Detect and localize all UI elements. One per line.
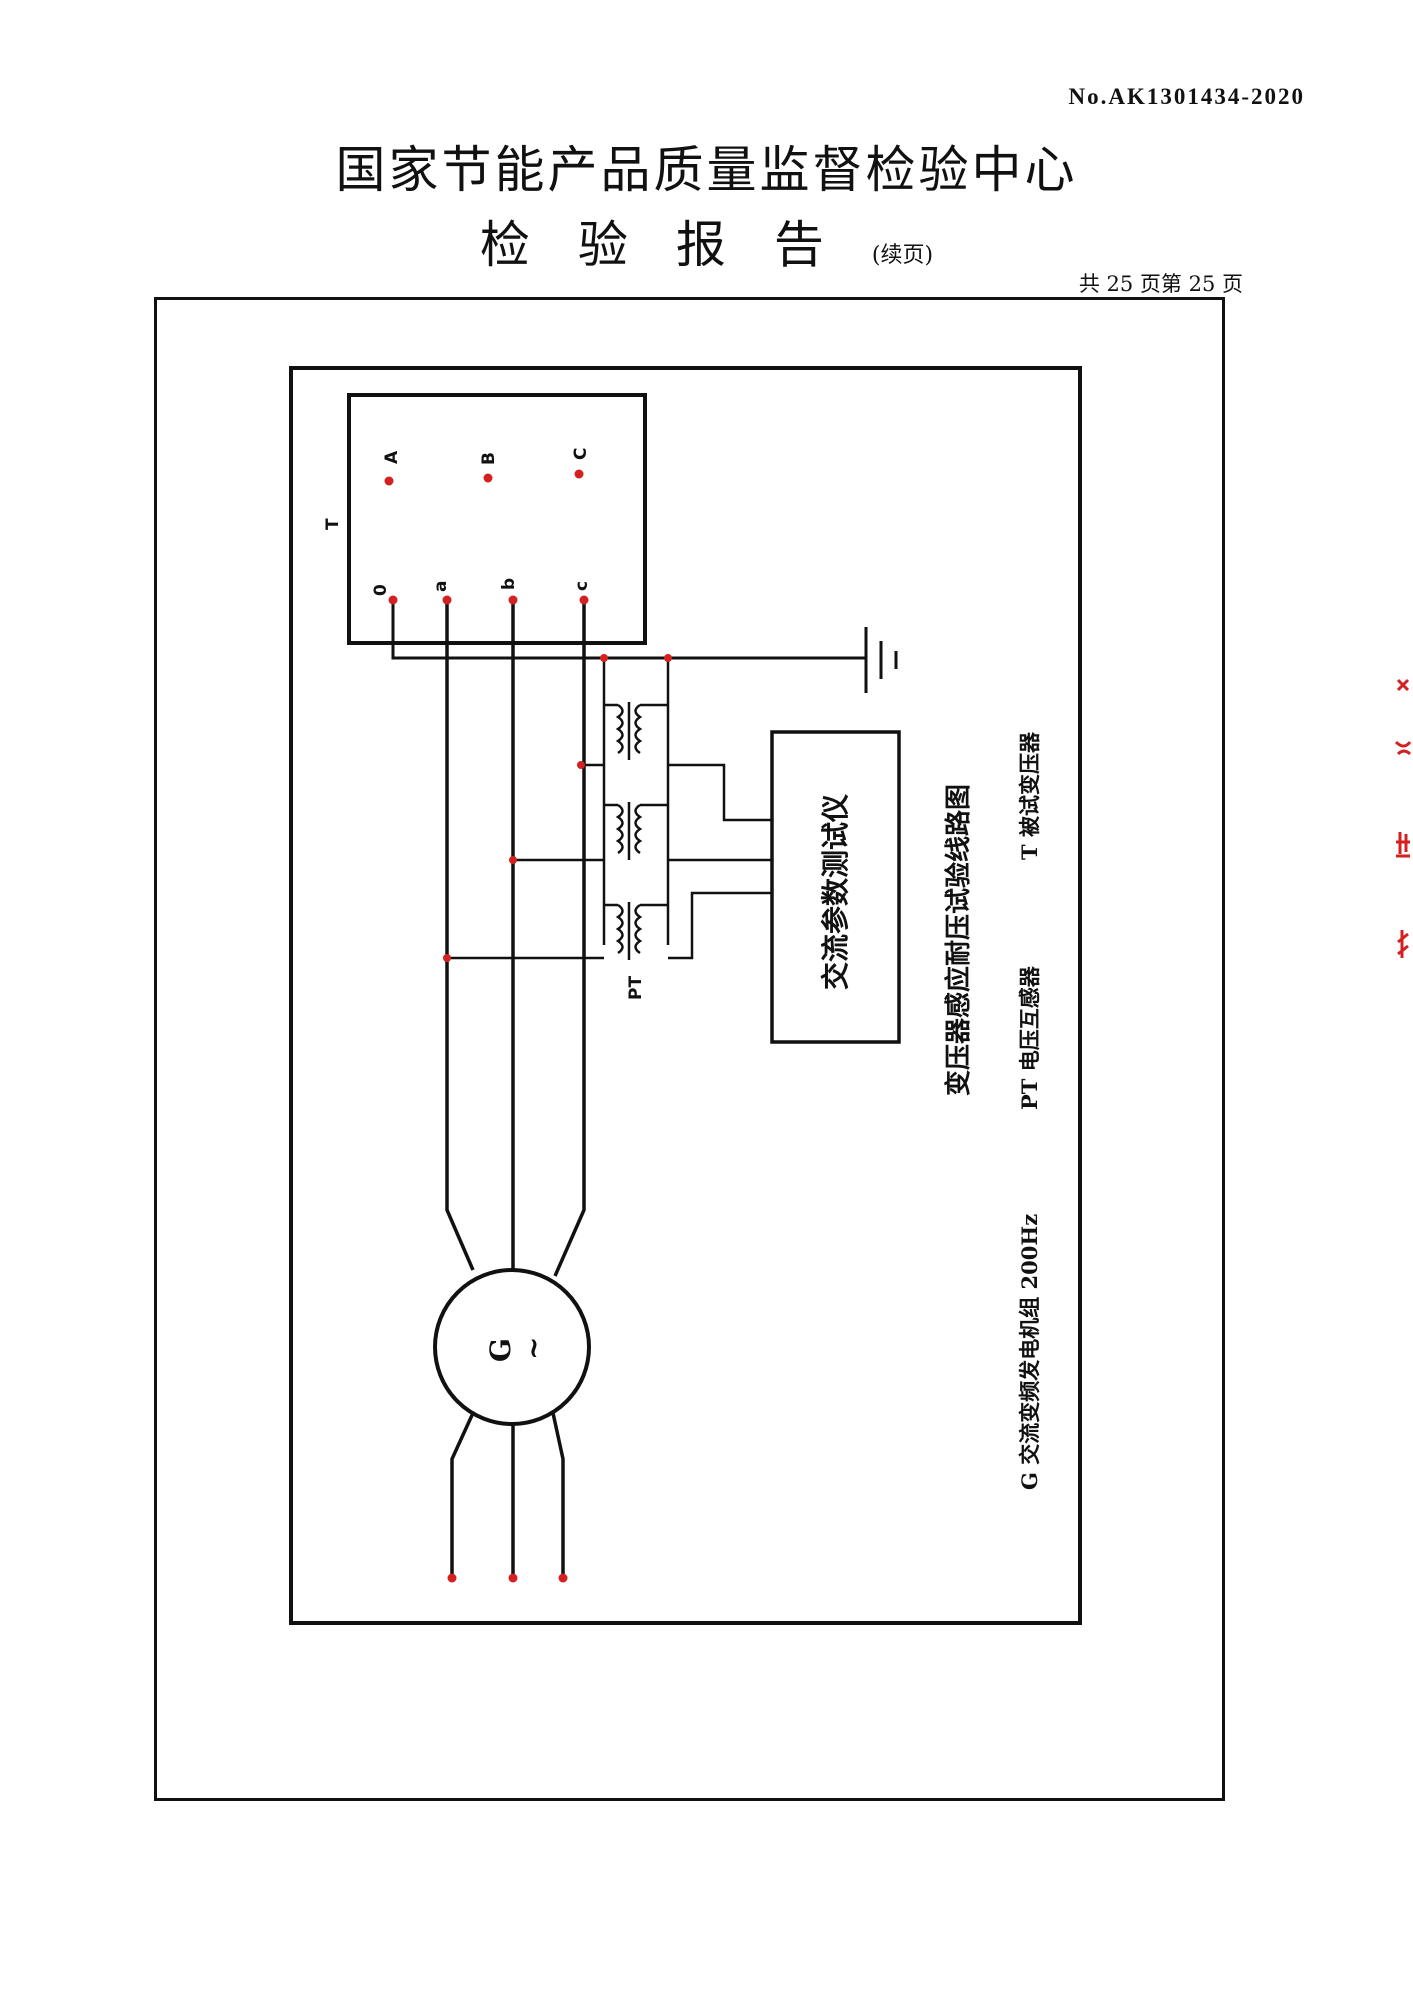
terminal-a-lv-label: a <box>431 581 451 592</box>
report-number: No.AK1301434-2020 <box>1068 84 1305 109</box>
pt-node-b <box>509 856 517 864</box>
output-lead-1 <box>450 1412 475 1578</box>
phase-a-line <box>445 600 475 1271</box>
instrument-label: 交流参数测试仪 <box>819 793 852 990</box>
terminal-b-hv-label: B <box>479 452 499 465</box>
terminal-a-hv-label: A <box>382 450 402 464</box>
terminal-0 <box>388 595 398 605</box>
legend-transformer: T 被试变压器 <box>1017 731 1042 860</box>
continuation-note: (续页) <box>871 243 934 268</box>
neutral-ground-wire <box>391 600 866 660</box>
diagram-border <box>289 366 1082 1625</box>
pt-node-a <box>443 954 451 962</box>
terminal-c-hv <box>574 469 584 479</box>
output-terminal-3 <box>558 1573 568 1583</box>
page-count: 共 25 页第 25 页 <box>1078 272 1243 296</box>
pt-node-c <box>577 761 585 769</box>
instrument-box <box>770 730 901 1044</box>
transformer-label: T <box>323 518 343 530</box>
terminal-a-hv <box>384 476 394 486</box>
terminal-c-hv-label: C <box>571 448 591 460</box>
content-frame <box>154 297 1225 1801</box>
transformer-box <box>347 393 647 645</box>
pt-label: PT <box>626 976 646 1000</box>
pt-node-1 <box>600 654 608 662</box>
phase-c-line <box>553 600 586 1277</box>
diagram-caption: 变压器感应耐压试验线路图 <box>943 784 974 1096</box>
output-lead-3 <box>551 1412 565 1578</box>
terminal-b-lv <box>508 595 518 605</box>
generator-symbol: ~ <box>517 1337 550 1360</box>
terminal-c-lv-label: c <box>572 581 592 591</box>
terminal-c-lv <box>579 595 589 605</box>
pt-node-2 <box>664 654 672 662</box>
terminal-0-label: 0 <box>371 584 391 596</box>
report-title-line: 检验报告(续页) <box>0 205 1413 277</box>
report-title: 检验报告 <box>479 216 872 274</box>
generator-label: G <box>484 1338 517 1362</box>
pt-bank <box>447 658 772 960</box>
terminal-a-lv <box>442 595 452 605</box>
output-terminal-1 <box>447 1573 457 1583</box>
output-terminal-2 <box>508 1573 518 1583</box>
terminal-b-lv-label: b <box>499 578 519 590</box>
legend-generator: G 交流变频发电机组 200Hz <box>1017 1214 1042 1490</box>
legend-pt: PT 电压互感器 <box>1017 965 1042 1110</box>
seal-stamp-fragment <box>1394 678 1412 958</box>
terminal-b-hv <box>483 473 493 483</box>
organization-title: 国家节能产品质量监督检验中心 <box>335 141 1078 199</box>
